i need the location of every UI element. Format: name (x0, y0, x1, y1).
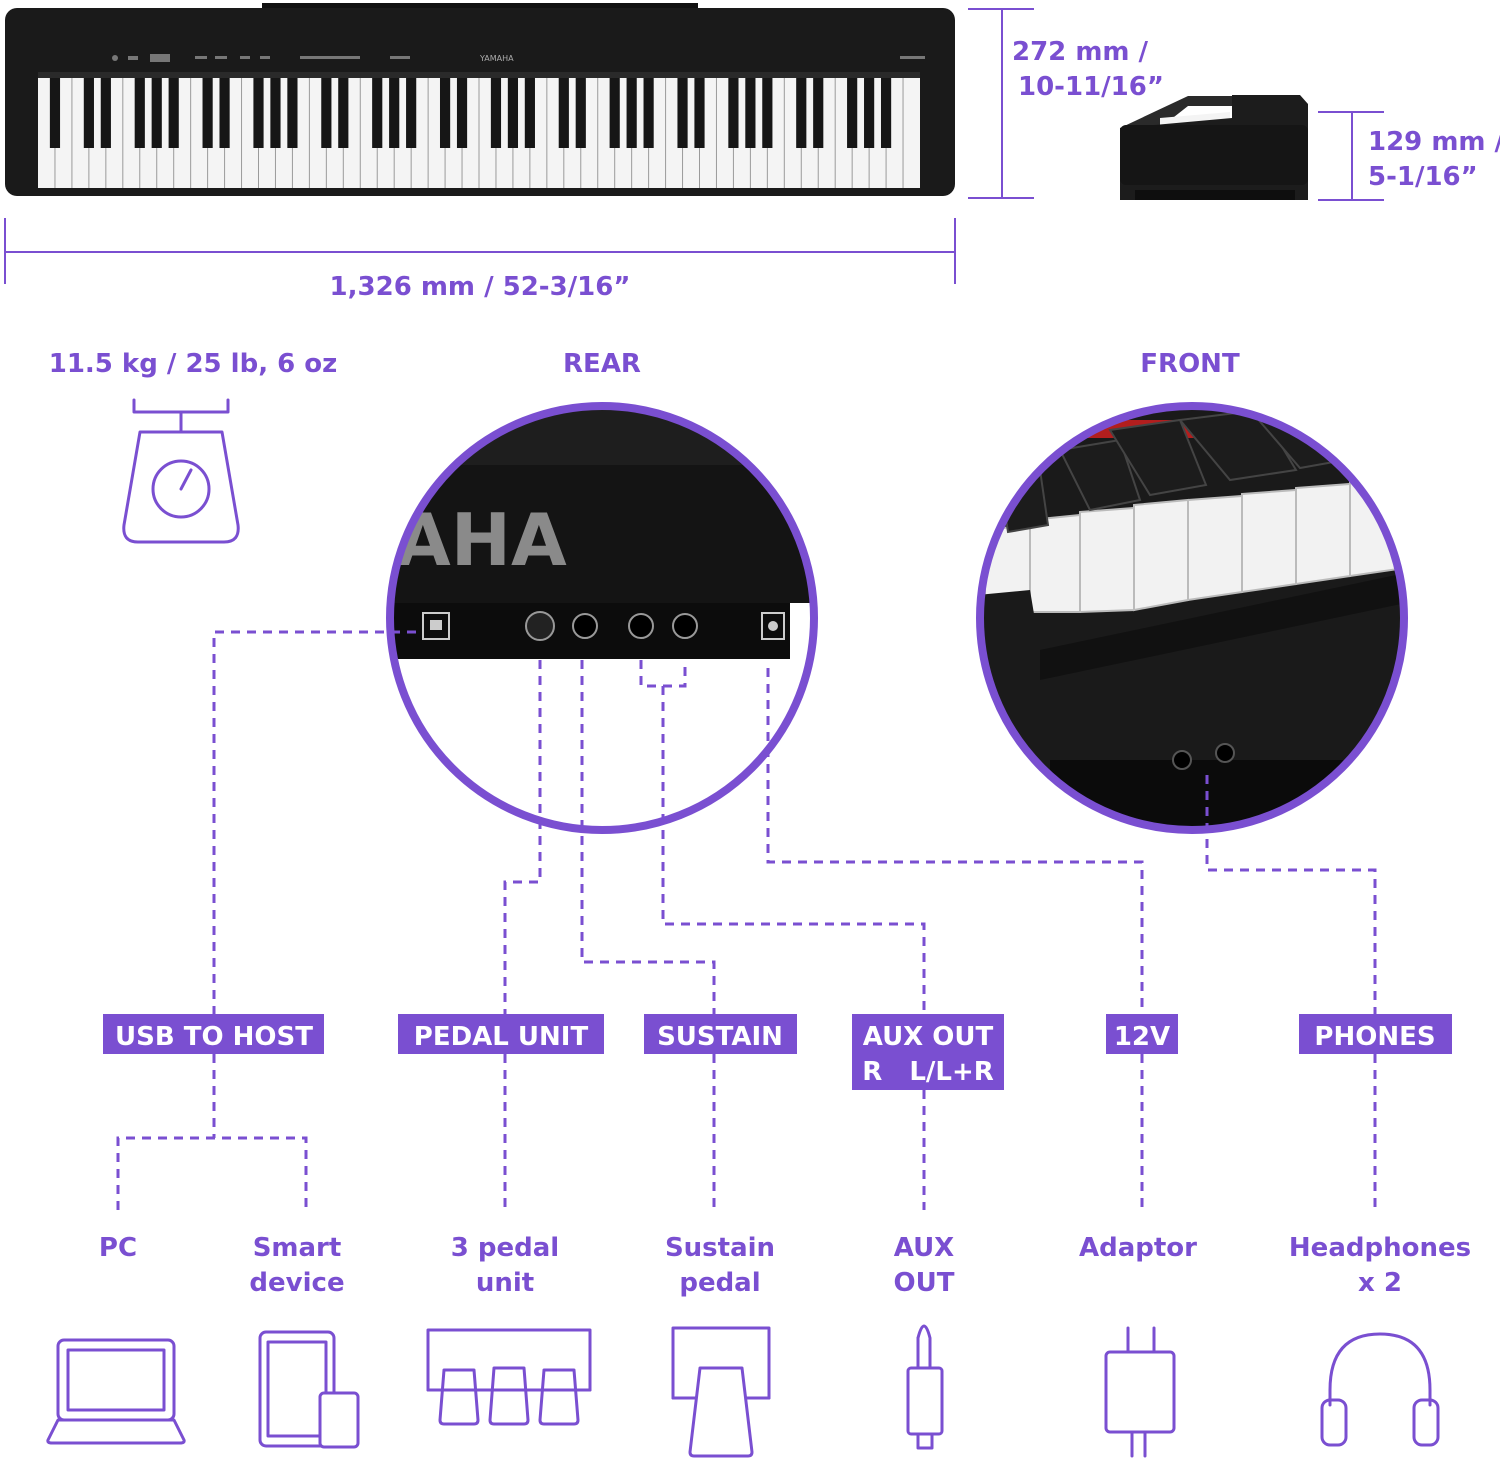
svg-text:PHONES: PHONES (1314, 1022, 1435, 1052)
device-label-headphones-1: Headphones (1289, 1233, 1471, 1263)
black-key (338, 76, 349, 148)
headphones-icon (1320, 1332, 1440, 1447)
sustain-pedal-icon (671, 1326, 771, 1458)
device-label-pc: PC (99, 1233, 137, 1263)
svg-text:SUSTAIN: SUSTAIN (657, 1022, 783, 1052)
black-key (626, 76, 637, 148)
rear-title: REAR (563, 349, 641, 379)
black-keys (49, 76, 892, 148)
black-key (609, 76, 620, 148)
svg-text:USB TO HOST: USB TO HOST (115, 1022, 313, 1052)
weight-label: 11.5 kg / 25 lb, 6 oz (49, 349, 338, 379)
black-key (762, 76, 773, 148)
black-key (321, 76, 332, 148)
black-key (745, 76, 756, 148)
black-key (253, 76, 264, 148)
dimension-lines (4, 8, 1384, 284)
port-badge-pedal-unit: PEDAL UNIT (398, 1014, 604, 1054)
black-key (880, 76, 892, 148)
black-key (728, 76, 739, 148)
device-label-sustain-1: Sustain (665, 1233, 775, 1263)
black-key (677, 76, 688, 148)
depth-dimension-line2: 10-11/16” (1018, 72, 1164, 102)
black-key (490, 76, 502, 148)
usb-port (422, 612, 450, 640)
laptop-icon (46, 1338, 186, 1445)
port-badge-aux-out: AUX OUT R L/L+R (852, 1014, 1004, 1090)
device-label-pedal-2: unit (476, 1268, 534, 1298)
device-label-aux-2: OUT (894, 1268, 955, 1298)
device-label-smart-2: device (249, 1268, 344, 1298)
black-key (694, 76, 705, 148)
black-key (643, 76, 654, 148)
black-key (507, 76, 519, 148)
port-badge-sustain: SUSTAIN (644, 1014, 797, 1054)
black-key (389, 76, 400, 148)
device-label-headphones-2: x 2 (1358, 1268, 1402, 1298)
black-key (524, 76, 535, 148)
black-key (372, 76, 383, 148)
port-badge-phones: PHONES (1299, 1014, 1452, 1054)
black-key (813, 76, 824, 148)
black-key (406, 76, 417, 148)
black-key (151, 76, 162, 148)
rear-closeup: AHA (386, 402, 818, 834)
black-key (202, 76, 213, 148)
piano-brand-logo: YAMAHA (479, 54, 514, 63)
pedal-unit-port (525, 611, 555, 641)
black-key (287, 76, 298, 148)
rear-brand-logo: AHA (395, 498, 567, 582)
connector-lines (116, 630, 1377, 1210)
port-badge-usb-to-host: USB TO HOST (103, 1014, 324, 1054)
black-key (49, 76, 61, 148)
svg-text:12V: 12V (1114, 1022, 1170, 1052)
black-key (270, 76, 281, 148)
device-label-sustain-2: pedal (679, 1268, 760, 1298)
phones-jack-1 (1172, 750, 1192, 770)
black-key (100, 76, 111, 148)
sustain-port (572, 613, 598, 639)
width-dimension: 1,326 mm / 52-3/16” (330, 272, 631, 302)
height-dimension-line1: 129 mm / (1368, 127, 1500, 157)
black-key (439, 76, 451, 148)
phones-jack-2 (1215, 743, 1235, 763)
aux-out-r-port (628, 613, 654, 639)
black-key (575, 76, 586, 148)
audio-jack-icon (906, 1324, 944, 1450)
device-label-smart-1: Smart (253, 1233, 342, 1263)
black-key (864, 76, 875, 148)
front-title: FRONT (1140, 349, 1240, 379)
black-key (456, 76, 468, 148)
height-dimension-line2: 5-1/16” (1368, 162, 1478, 192)
black-key (83, 76, 94, 148)
black-key (847, 76, 858, 148)
depth-dimension-line1: 272 mm / (1012, 37, 1149, 67)
device-label-aux-1: AUX (894, 1233, 954, 1263)
scale-icon (122, 398, 240, 544)
svg-text:PEDAL UNIT: PEDAL UNIT (414, 1022, 589, 1052)
piano-top-view: YAMAHA (5, 3, 955, 196)
power-adaptor-icon (1104, 1326, 1176, 1458)
front-closeup (976, 402, 1408, 834)
tablet-phone-icon (258, 1330, 360, 1449)
piano-side-view (1120, 95, 1308, 200)
dc-in-port (761, 612, 785, 640)
black-key (168, 76, 179, 148)
black-key (796, 76, 807, 148)
black-key (558, 76, 569, 148)
black-key (134, 76, 145, 148)
svg-text:AUX OUT: AUX OUT (863, 1022, 994, 1052)
black-key (219, 76, 230, 148)
device-label-adaptor: Adaptor (1079, 1233, 1197, 1263)
aux-out-l-port (672, 613, 698, 639)
device-label-pedal-1: 3 pedal (451, 1233, 559, 1263)
svg-text:R L/L+R: R L/L+R (862, 1057, 994, 1087)
port-badge-12v: 12V (1106, 1014, 1178, 1054)
three-pedal-icon (426, 1328, 592, 1426)
